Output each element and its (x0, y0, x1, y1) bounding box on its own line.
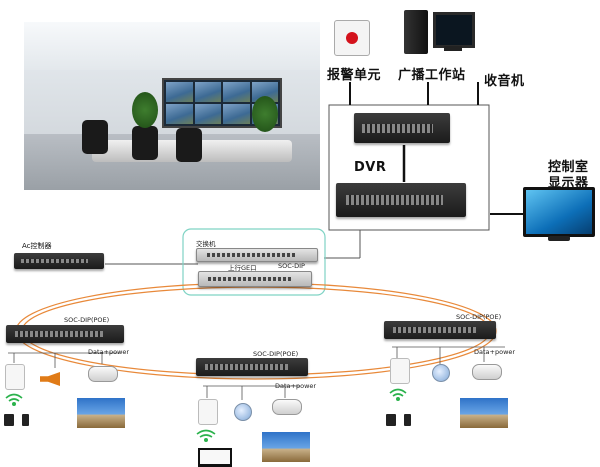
ip-camera-icon (272, 399, 302, 415)
ac-controller-label: Ac控制器 (22, 242, 52, 250)
plant (132, 92, 158, 128)
wifi-icon-middle (196, 429, 216, 442)
wireless-ap-icon (390, 358, 410, 384)
data-power-left-label: Data+power (88, 348, 130, 356)
wifi-icon-right (389, 388, 407, 401)
ip-camera-icon (472, 364, 502, 380)
switch-label: 交换机 (196, 240, 216, 248)
phone-icon (22, 414, 29, 426)
ac-controller-device (14, 253, 104, 269)
dvr-device-2 (336, 183, 466, 217)
temple-photo (460, 398, 508, 428)
tablet-icon (4, 414, 14, 426)
dome-camera-icon (234, 403, 252, 421)
alarm-button-icon (334, 20, 370, 56)
soc-dip-poe-right-label: SOC-DIP(POE) (456, 313, 502, 321)
poe-switch-right (384, 321, 496, 339)
alarm-unit-label: 报警单元 (327, 68, 382, 83)
chair (176, 128, 202, 162)
data-power-right-label: Data+power (474, 348, 516, 356)
chair (132, 126, 158, 160)
workstation-icon (404, 10, 428, 54)
switch-device (196, 248, 318, 262)
radio-label: 收音机 (484, 74, 525, 89)
plant (252, 96, 278, 132)
workstation-screen (433, 12, 475, 48)
poe-switch-left (6, 325, 124, 343)
tablet-icon (386, 414, 396, 426)
wireless-ap-icon (5, 364, 25, 390)
monitor-label-line1: 控制室 (548, 160, 589, 175)
ip-camera-icon (88, 366, 118, 382)
soc-dip-core-device (198, 271, 312, 287)
dvr-device (354, 113, 450, 143)
monitor-stand (548, 236, 570, 241)
temple-photo (262, 432, 310, 462)
room-ceiling (24, 22, 320, 70)
uplink-label: 上行GE口 (228, 264, 257, 272)
wireless-ap-icon (198, 399, 218, 425)
monitor-icon (523, 187, 595, 237)
control-room-photo (24, 22, 320, 190)
video-wall (162, 78, 282, 128)
soc-dip-poe-middle-label: SOC-DIP(POE) (253, 350, 299, 358)
data-power-middle-label: Data+power (275, 382, 317, 390)
dvr-label: DVR (354, 160, 387, 175)
soc-dip-core-label: SOC-DIP (278, 262, 305, 270)
poe-switch-middle (196, 358, 308, 376)
broadcast-station-label: 广播工作站 (398, 68, 466, 83)
chair (82, 120, 108, 154)
temple-photo (77, 398, 125, 428)
dome-camera-icon (432, 364, 450, 382)
phone-icon (404, 414, 411, 426)
laptop-icon (198, 448, 232, 467)
soc-dip-poe-left-label: SOC-DIP(POE) (64, 316, 110, 324)
wifi-icon-left (5, 393, 23, 406)
workstation-stand (444, 46, 462, 51)
